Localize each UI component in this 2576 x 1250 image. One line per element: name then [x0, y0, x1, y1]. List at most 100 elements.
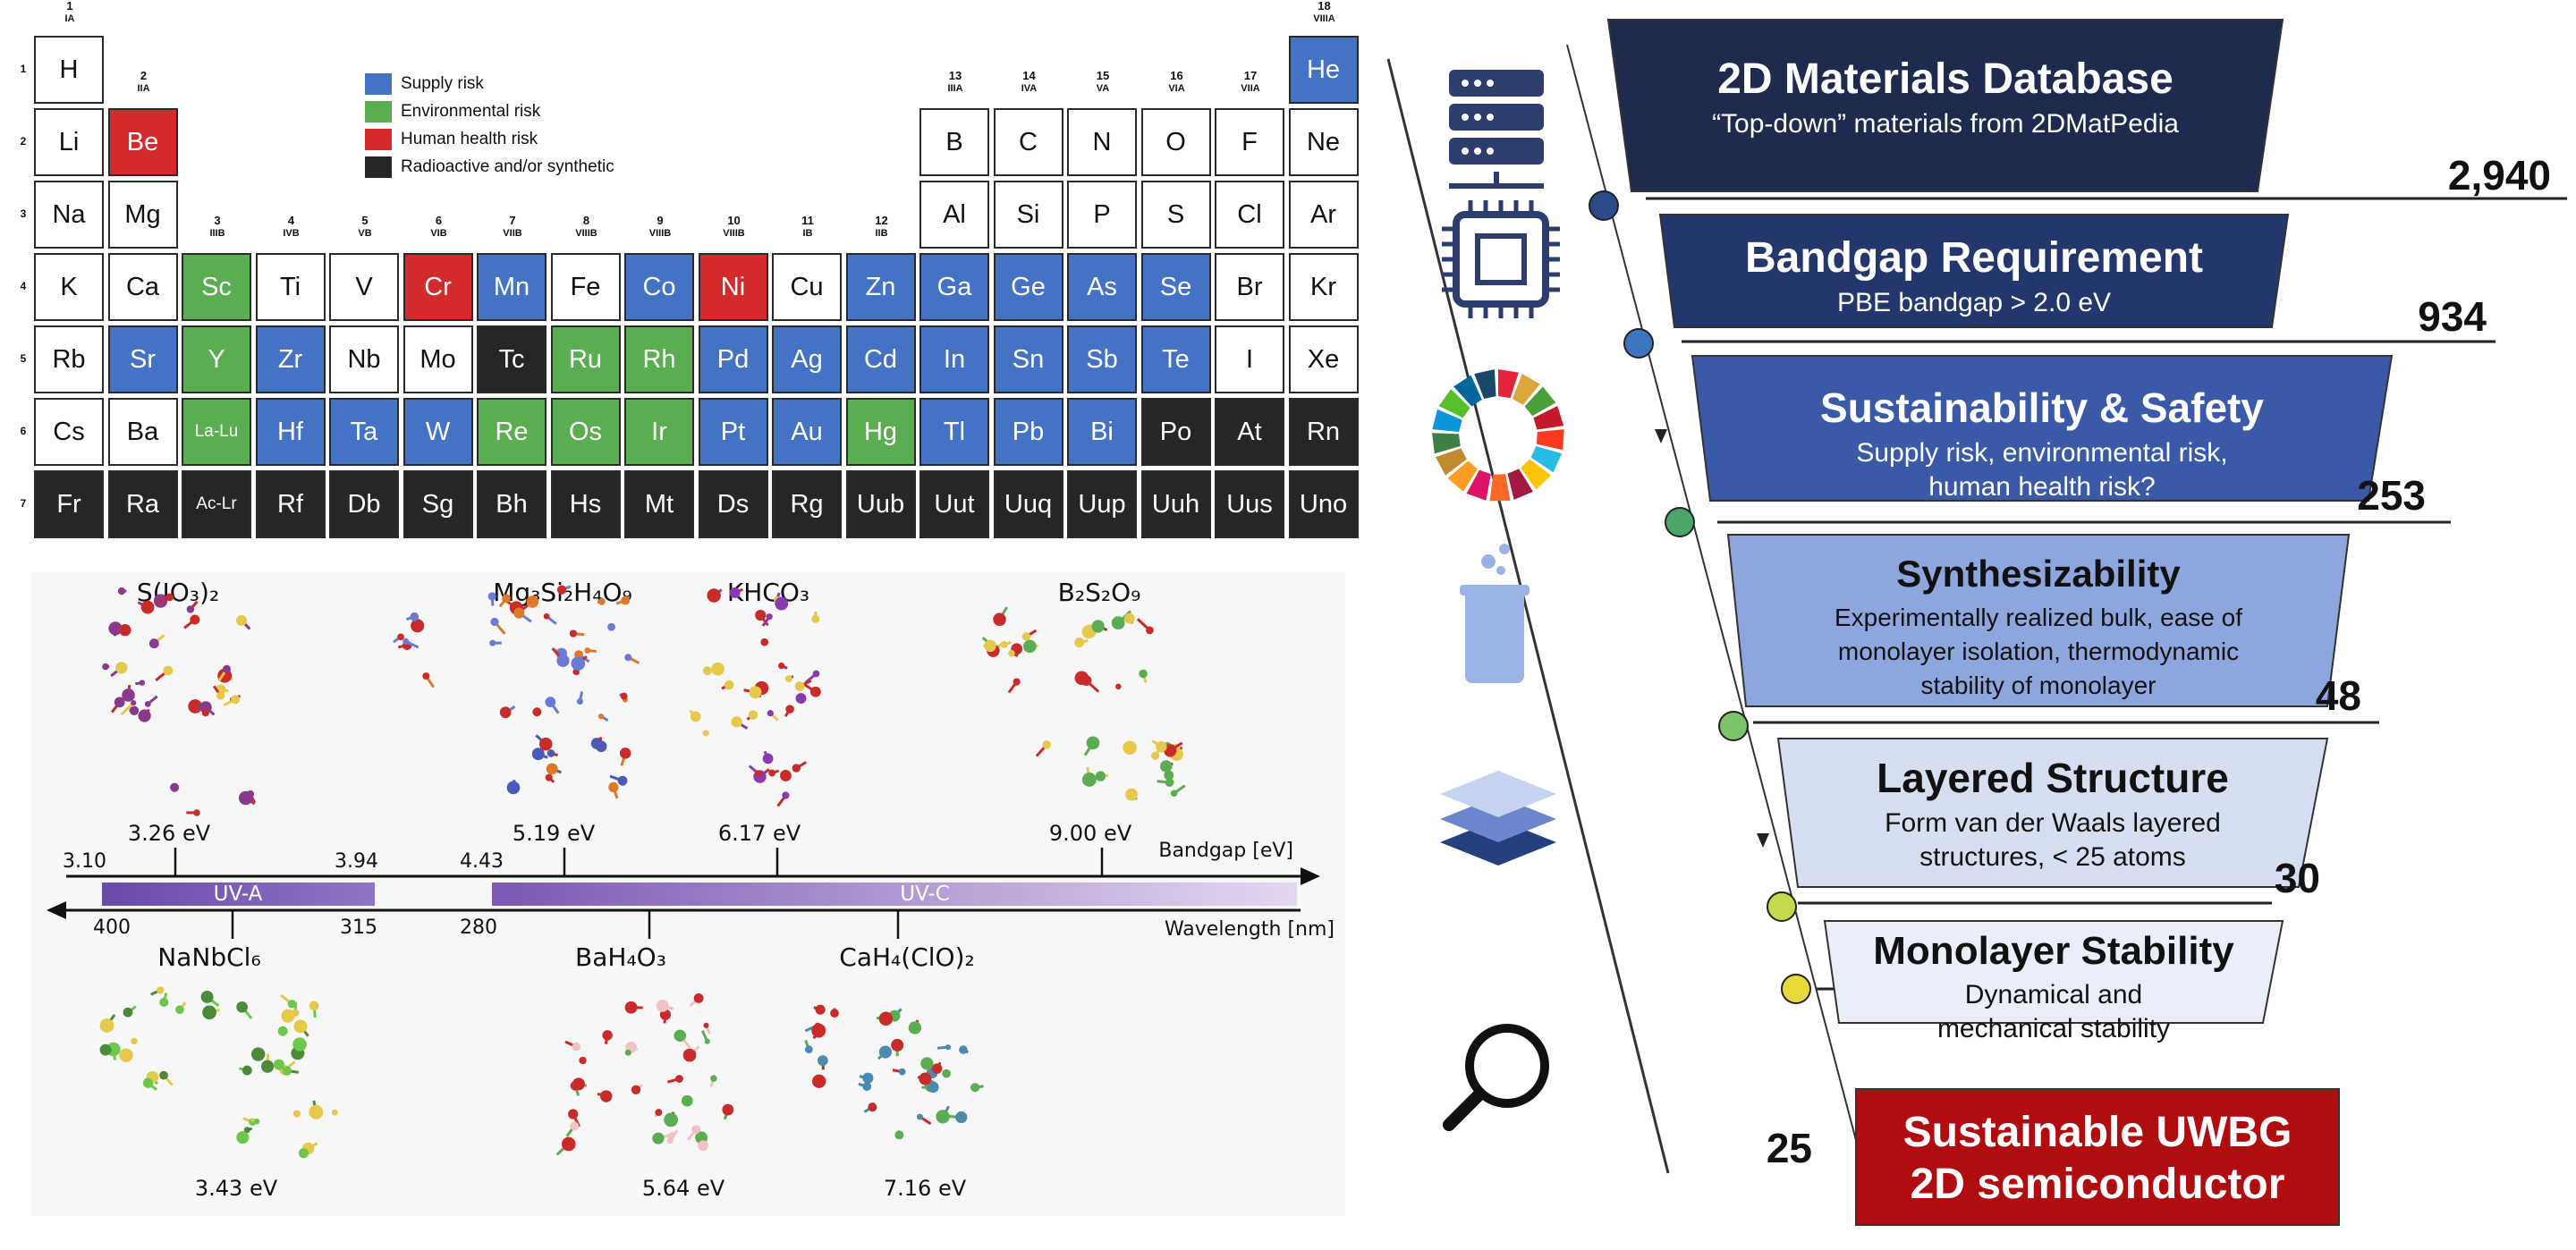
group-roman: IB — [772, 227, 843, 240]
final-count: 25 — [1767, 1125, 1812, 1171]
group-roman: VIIIB — [551, 227, 623, 240]
element-cell-mn: Mn — [477, 253, 547, 321]
group-roman: VB — [329, 227, 401, 240]
element-cell-ra: Ra — [108, 470, 178, 538]
legend-swatch — [365, 101, 392, 122]
element-cell-mo: Mo — [403, 325, 473, 393]
beaker-body — [1465, 590, 1524, 683]
stage-subtitle: PBE bandgap > 2.0 eV — [1837, 288, 2111, 317]
chip-icon — [1442, 200, 1560, 318]
uv-c-band — [492, 883, 1297, 906]
element-cell-sc: Sc — [182, 253, 251, 321]
element-cell-ta: Ta — [329, 398, 399, 466]
server-light — [1487, 148, 1494, 155]
structure-s-io3-2 — [102, 587, 135, 713]
element-cell-se: Se — [1141, 253, 1211, 321]
element-cell-as: As — [1067, 253, 1137, 321]
group-roman: IIA — [108, 82, 180, 95]
wavelength-axis-arrow — [47, 901, 66, 919]
element-cell-re: Re — [477, 398, 547, 466]
stage-count: 2,940 — [2448, 152, 2551, 198]
stage-subtitle: “Top-down” materials from 2DMatPedia — [1712, 109, 2179, 139]
stage-subtitle: stability of monolayer — [1920, 671, 2156, 699]
element-cell-pt: Pt — [699, 398, 768, 466]
stage-title: Bandgap Requirement — [1745, 234, 2203, 282]
element-cell-uut: Uut — [919, 470, 989, 538]
element-cell-os: Os — [551, 398, 621, 466]
bandgap-tick: 3.94 — [335, 850, 378, 873]
group-roman: VIIIA — [1289, 13, 1360, 25]
layer — [1440, 771, 1556, 817]
server-light — [1462, 148, 1469, 155]
stage-subtitle: Supply risk, environmental risk, — [1856, 438, 2227, 468]
wavelength-tick: 315 — [340, 916, 377, 939]
group-roman: IIB — [846, 227, 918, 240]
group-roman: IIIA — [919, 82, 991, 95]
server-light — [1487, 114, 1494, 121]
element-cell-al: Al — [919, 181, 989, 249]
structure-bah4o3 — [625, 993, 734, 1151]
element-cell-uup: Uup — [1067, 470, 1137, 538]
structure-mg3si2h4o9 — [394, 612, 434, 688]
element-cell-v: V — [329, 253, 399, 321]
group-roman: VA — [1067, 82, 1139, 95]
element-cell-mt: Mt — [624, 470, 694, 538]
element-cell-in: In — [919, 325, 989, 393]
group-number: 1 — [34, 0, 106, 13]
stage-count: 934 — [2418, 293, 2487, 340]
legend-label: Human health risk — [401, 130, 538, 149]
stage-title: 2D Materials Database — [1717, 55, 2174, 103]
element-cell-rh: Rh — [624, 325, 694, 393]
element-cell-ca: Ca — [108, 253, 178, 321]
beaker-bubble — [1499, 544, 1510, 554]
element-cell-li: Li — [34, 108, 104, 176]
wavelength-axis-label: Wavelength [nm] — [1165, 918, 1335, 941]
structure-cah4clo2 — [805, 1005, 839, 1088]
stage-count: 253 — [2357, 472, 2426, 519]
element-cell-bh: Bh — [477, 470, 547, 538]
structure-s-io3-2 — [170, 783, 255, 816]
element-cell-o: O — [1141, 108, 1211, 176]
element-cell-uuh: Uuh — [1141, 470, 1211, 538]
period-label: 4 — [18, 280, 29, 292]
group-roman: VIIB — [477, 227, 548, 240]
period-label: 1 — [18, 63, 29, 75]
element-cell-ga: Ga — [919, 253, 989, 321]
structure-mg3si2h4o9 — [507, 735, 631, 798]
element-cell-rf: Rf — [256, 470, 326, 538]
group-roman: VIA — [1141, 82, 1213, 95]
element-cell-co: Co — [624, 253, 694, 321]
element-cell-uus: Uus — [1215, 470, 1284, 538]
element-cell-bi: Bi — [1067, 398, 1137, 466]
server-light — [1487, 80, 1494, 87]
group-roman: IVA — [994, 82, 1065, 95]
sdg-segment — [1489, 474, 1510, 501]
period-label: 7 — [18, 497, 29, 510]
element-cell-pb: Pb — [994, 398, 1063, 466]
sdg-wheel-icon — [1432, 369, 1564, 501]
structure-b2s2o9 — [1074, 611, 1154, 691]
beaker-icon — [1460, 544, 1530, 683]
funnel-diagram: 2D Materials Database “Top-down” material… — [1377, 0, 2576, 1246]
element-cell-h: H — [34, 36, 104, 104]
legend-item: Radioactive and/or synthetic — [365, 153, 614, 181]
flow-arrow — [1655, 429, 1667, 443]
stage-dot — [1719, 712, 1748, 740]
element-cell-i: I — [1215, 325, 1284, 393]
group-number: 10 — [699, 215, 770, 227]
element-cell-tl: Tl — [919, 398, 989, 466]
group-roman: VIIIB — [624, 227, 696, 240]
stage-dot — [1589, 191, 1618, 220]
element-cell-be: Be — [108, 108, 178, 176]
element-cell-cr: Cr — [403, 253, 473, 321]
element-cell-uuq: Uuq — [994, 470, 1063, 538]
structure-bah4o3 — [557, 1030, 613, 1154]
